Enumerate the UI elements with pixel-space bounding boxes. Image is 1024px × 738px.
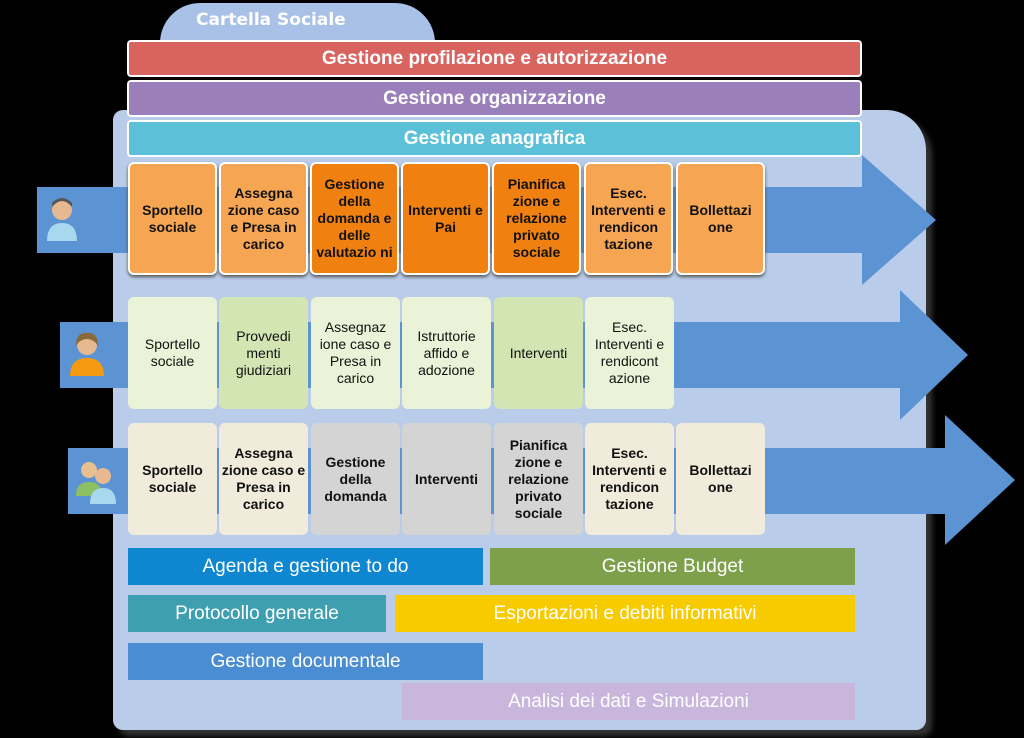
module-documentale[interactable]: Gestione documentale [128, 643, 483, 680]
bar-profilazione: Gestione profilazione e autorizzazione [127, 40, 862, 77]
row1-box[interactable]: Esec. Interventi e rendicon tazione [584, 162, 673, 275]
title: Cartella Sociale [196, 10, 346, 30]
row3-box[interactable]: Bollettazi one [676, 423, 765, 535]
row2-box[interactable]: Provvedi menti giudiziari [219, 297, 308, 409]
module-agenda[interactable]: Agenda e gestione to do [128, 548, 483, 585]
row3-box[interactable]: Esec. Interventi e rendicon tazione [585, 423, 674, 535]
module-analisi[interactable]: Analisi dei dati e Simulazioni [402, 683, 855, 720]
module-protocollo[interactable]: Protocollo generale [128, 595, 386, 632]
row1-box[interactable]: Interventi e Pai [401, 162, 490, 275]
row2-arrow-head [900, 290, 968, 420]
row3-box[interactable]: Assegna zione caso e Presa in carico [219, 423, 308, 535]
bar-organizzazione: Gestione organizzazione [127, 80, 862, 117]
row3-box[interactable]: Interventi [402, 423, 491, 535]
module-budget[interactable]: Gestione Budget [490, 548, 855, 585]
row3-box[interactable]: Gestione della domanda [311, 423, 400, 535]
row2-box[interactable]: Istruttorie affido e adozione [402, 297, 491, 409]
row2-box[interactable]: Interventi [494, 297, 583, 409]
row3-arrow-head [945, 415, 1015, 545]
row2-box[interactable]: Assegnaz ione caso e Presa in carico [311, 297, 400, 409]
row1-arrow-head [862, 155, 936, 285]
row2-box[interactable]: Esec. Interventi e rendicont azione [585, 297, 674, 409]
row1-box[interactable]: Sportello sociale [128, 162, 217, 275]
module-esportazioni[interactable]: Esportazioni e debiti informativi [395, 595, 855, 632]
operator-male-icon [37, 187, 87, 253]
row1-box[interactable]: Pianifica zione e relazione privato soci… [492, 162, 581, 275]
user-group-icon [68, 448, 118, 514]
row2-box[interactable]: Sportello sociale [128, 297, 217, 409]
row1-box[interactable]: Assegna zione caso e Presa in carico [219, 162, 308, 275]
operator-female-icon [60, 322, 110, 388]
row1-box[interactable]: Gestione della domanda e delle valutazio… [310, 162, 399, 275]
row1-box[interactable]: Bollettazi one [676, 162, 765, 275]
row3-box[interactable]: Pianifica zione e relazione privato soci… [494, 423, 583, 535]
row3-box[interactable]: Sportello sociale [128, 423, 217, 535]
bar-anagrafica: Gestione anagrafica [127, 120, 862, 157]
